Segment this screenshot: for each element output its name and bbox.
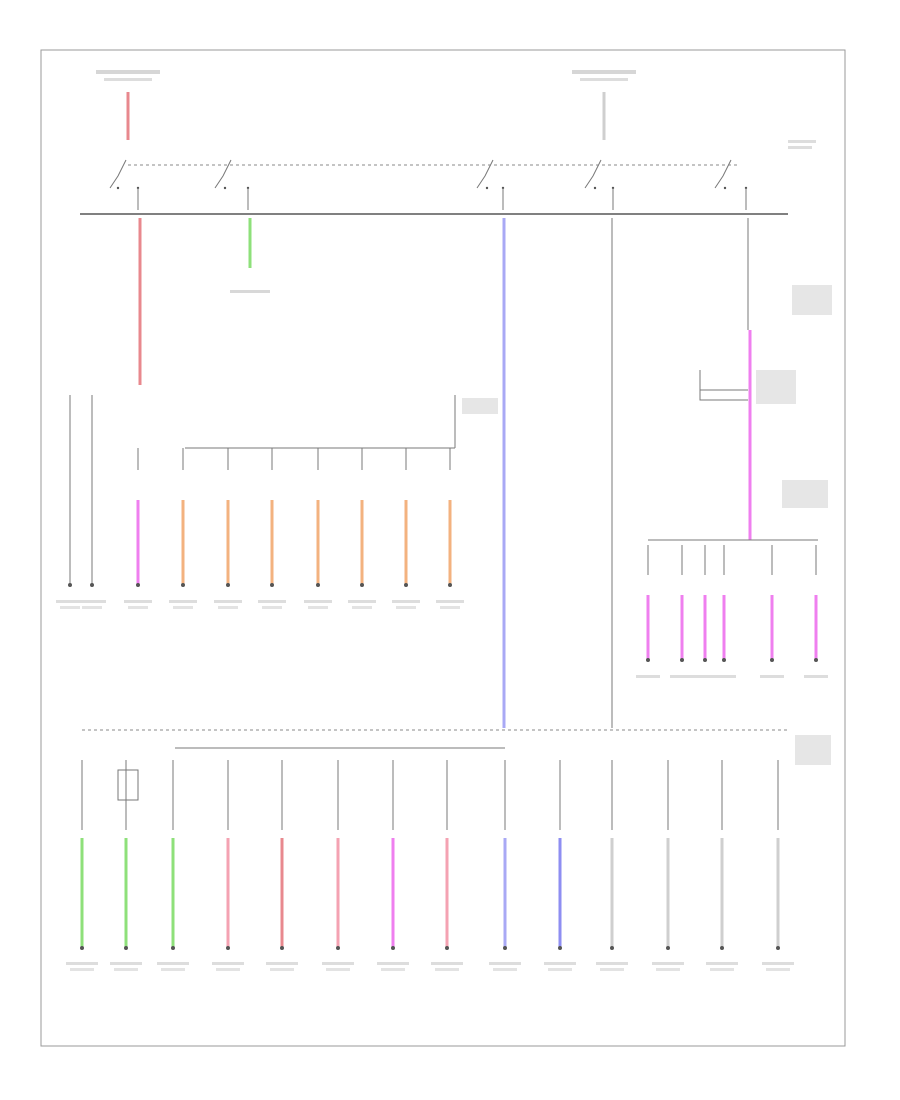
bottom-branch-column-5 [266, 760, 298, 971]
switch-contact-1 [109, 159, 140, 210]
diagram-frame [40, 49, 846, 1047]
bottom-branch-column-9 [489, 760, 521, 971]
bottom-branch-column-13 [706, 760, 738, 971]
bottom-branch-column-8 [431, 760, 463, 971]
left-branch-column-2 [78, 395, 106, 609]
top-left-relay-label [96, 70, 160, 81]
left-branch-column-3 [124, 448, 152, 609]
bottom-branch-columns [66, 760, 794, 971]
ignition-switch-contacts [109, 159, 748, 210]
top-right-corner-label [788, 140, 816, 149]
bottom-branch-column-14 [762, 760, 794, 971]
bottom-branch-column-3 [157, 760, 189, 971]
bottom-left-component [117, 769, 139, 801]
left-branch-column-1 [56, 395, 84, 609]
right-connector-label-3 [782, 480, 828, 508]
left-branch-column-7 [304, 448, 332, 609]
left-branch-column-8 [348, 448, 376, 609]
right-branch-column-1 [636, 545, 660, 678]
left-branch-column-5 [214, 448, 242, 609]
right-branch-columns [636, 545, 828, 678]
green-wire-terminal-label [230, 290, 270, 293]
left-branch-column-10 [436, 448, 464, 609]
left-branch-column-6 [258, 448, 286, 609]
right-upper-group [648, 285, 832, 541]
right-branch-column-6 [804, 545, 828, 678]
bottom-branch-column-6 [322, 760, 354, 971]
switch-contact-2 [214, 159, 250, 210]
switch-contact-5 [714, 159, 748, 210]
bottom-branch-column-4 [212, 760, 244, 971]
left-branch-column-9 [392, 448, 420, 609]
right-connector-label-1 [792, 285, 832, 315]
bottom-branch-column-10 [544, 760, 576, 971]
right-branch-column-3 [693, 545, 717, 678]
right-branch-column-5 [760, 545, 784, 678]
left-branch-column-4 [169, 448, 197, 609]
bottom-branch-column-7 [377, 760, 409, 971]
bottom-branch-column-11 [596, 760, 628, 971]
switch-contact-3 [476, 159, 505, 210]
bottom-right-connector-label [795, 735, 831, 765]
left-branch-columns [56, 395, 464, 609]
bottom-branch-column-12 [652, 760, 684, 971]
switch-contact-4 [584, 159, 615, 210]
right-connector-label-2 [756, 370, 796, 404]
left-branch-connector-label [462, 398, 498, 414]
top-right-relay-label [572, 70, 636, 81]
bottom-branch-column-1 [66, 760, 98, 971]
right-branch-column-2 [670, 545, 694, 678]
left-branch-group [185, 395, 498, 449]
bottom-branch-column-2 [110, 760, 142, 971]
right-branch-column-4 [712, 545, 736, 678]
